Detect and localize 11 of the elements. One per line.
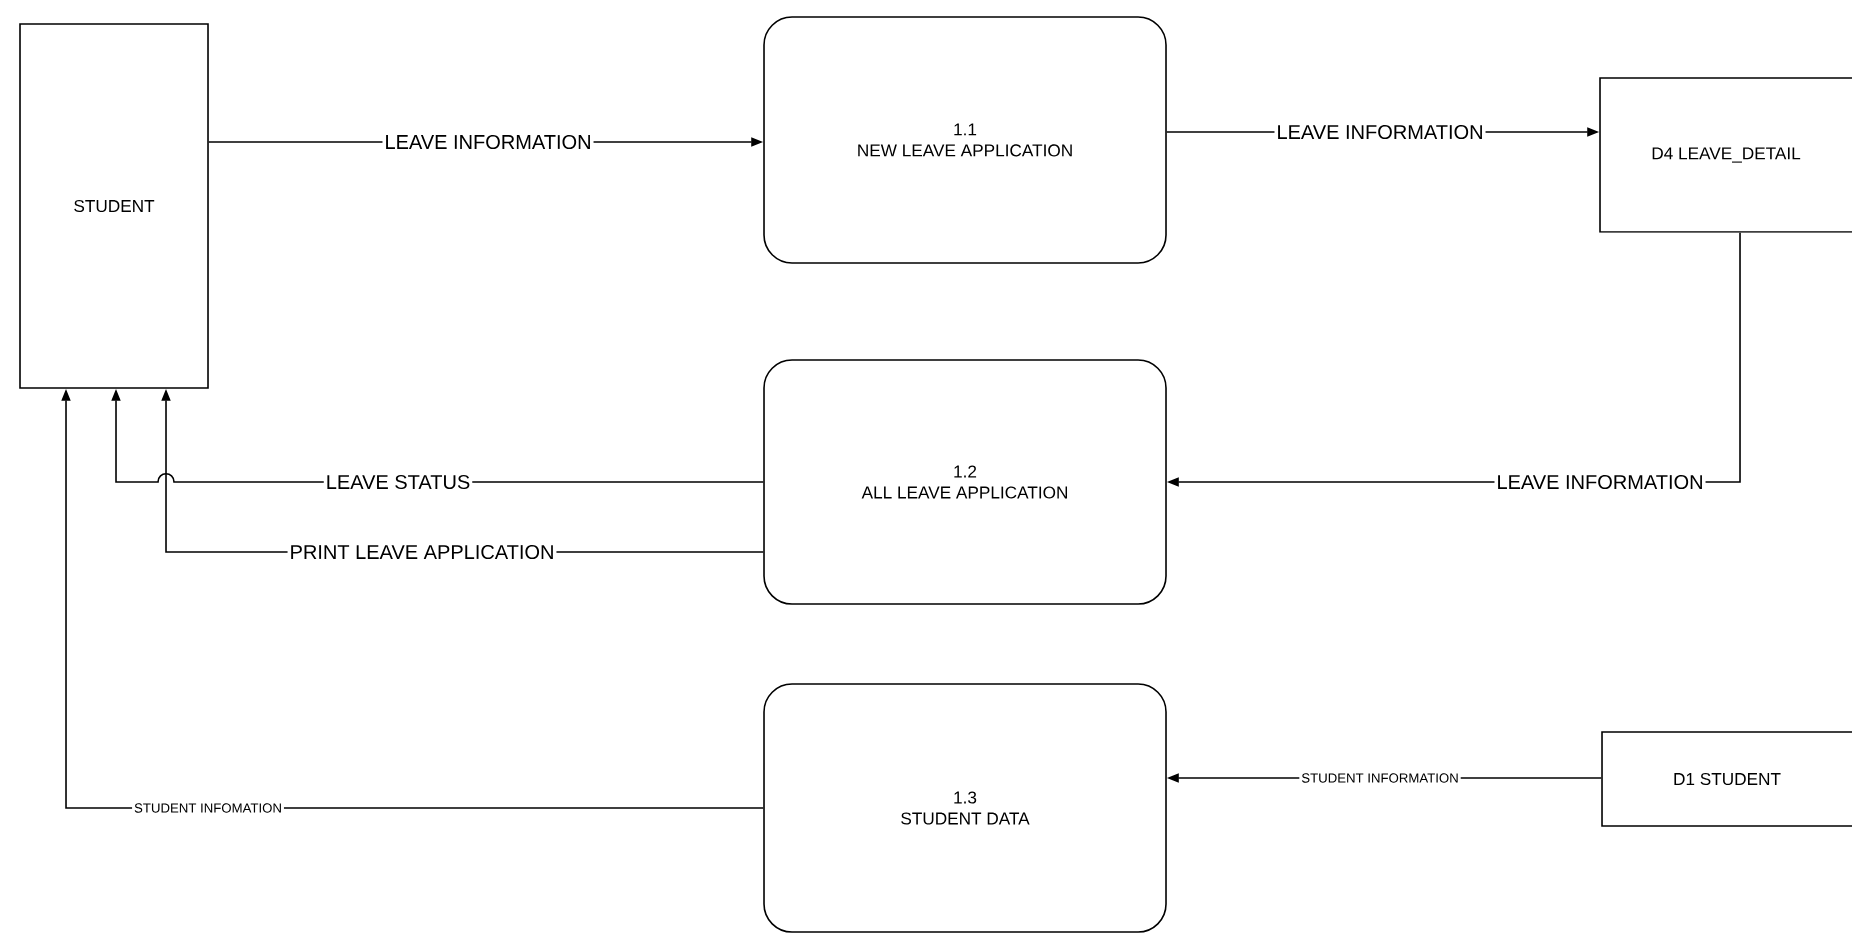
edge-label: LEAVE INFORMATION [382, 132, 594, 152]
data-store: D1 STUDENT [1601, 731, 1852, 827]
edge-label: LEAVE INFORMATION [1274, 122, 1486, 142]
process-box: 1.1 NEW LEAVE APPLICATION [763, 16, 1167, 264]
edge-label: LEAVE INFORMATION [1494, 472, 1706, 492]
process-box: 1.3 STUDENT DATA [763, 683, 1167, 933]
process-box: 1.2 ALL LEAVE APPLICATION [763, 359, 1167, 605]
edge-label: PRINT LEAVE APPLICATION [287, 542, 557, 562]
edge-label: LEAVE STATUS [323, 472, 473, 492]
data-store: D4 LEAVE_DETAIL [1599, 77, 1852, 233]
entity-box: STUDENT [19, 23, 209, 389]
